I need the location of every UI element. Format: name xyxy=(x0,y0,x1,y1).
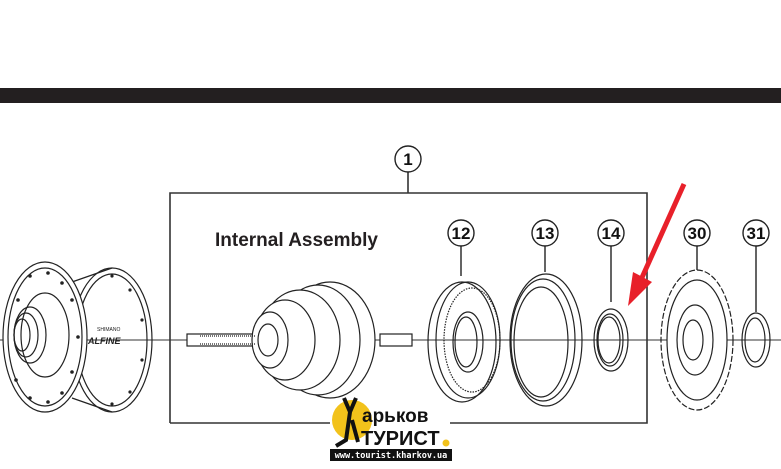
svg-text:1: 1 xyxy=(403,150,412,169)
svg-text:14: 14 xyxy=(602,224,621,243)
part-14-ring xyxy=(593,308,629,372)
red-arrow-icon xyxy=(628,182,687,306)
hub-model-label: ALFINE xyxy=(87,336,121,346)
svg-text:www.tourist.kharkov.ua: www.tourist.kharkov.ua xyxy=(335,450,448,461)
svg-text:31: 31 xyxy=(747,224,766,243)
part-12-ring xyxy=(427,281,501,403)
callout-1 xyxy=(394,145,422,173)
svg-text:30: 30 xyxy=(688,224,707,243)
part-31-ring xyxy=(741,312,771,368)
hub-maker-label: SHIMANO xyxy=(97,327,120,333)
assembly-bracket xyxy=(169,192,648,424)
hub-shell xyxy=(2,261,153,413)
header-bar xyxy=(0,88,781,103)
watermark-logo: арьков ТУРИСТ www.tourist.kharkov.ua xyxy=(330,397,452,461)
part-13-ring xyxy=(509,273,583,407)
svg-text:ТУРИСТ: ТУРИСТ xyxy=(361,428,440,450)
part-30-sprocket xyxy=(660,269,734,411)
internal-assembly-part xyxy=(186,281,413,399)
svg-text:13: 13 xyxy=(536,224,555,243)
svg-text:12: 12 xyxy=(452,224,471,243)
svg-text:арьков: арьков xyxy=(362,406,428,427)
assembly-title: Internal Assembly xyxy=(215,230,378,251)
